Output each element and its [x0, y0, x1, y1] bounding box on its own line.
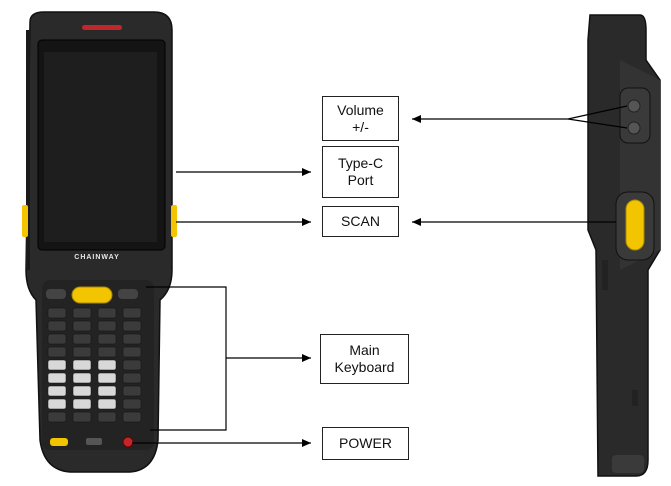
keypad-key: [122, 411, 142, 423]
keyboard-label-line2: Keyboard: [334, 359, 395, 375]
keypad-key: [97, 359, 117, 371]
keypad-key: [47, 307, 67, 319]
keypad-key: [97, 307, 117, 319]
scan-label: SCAN: [322, 206, 399, 237]
keypad-key: [47, 385, 67, 397]
callouts: [132, 105, 628, 447]
keypad-key: [97, 320, 117, 332]
keypad-key: [97, 346, 117, 358]
keypad-key: [97, 411, 117, 423]
front-view: [22, 11, 177, 473]
keypad-key: [122, 333, 142, 345]
keypad-key: [122, 398, 142, 410]
keypad-key: [72, 359, 92, 371]
keypad-key: [97, 333, 117, 345]
keypad-key: [97, 372, 117, 384]
keyboard-label-line1: Main: [349, 342, 380, 358]
keypad-key: [122, 359, 142, 371]
keypad-key: [122, 346, 142, 358]
volume-line-up: [567, 105, 628, 120]
volume-label-line2: +/-: [352, 118, 369, 135]
power-label-text: POWER: [339, 435, 392, 451]
keypad-key: [72, 411, 92, 423]
scan-label-text: SCAN: [341, 213, 380, 229]
keypad-key: [47, 359, 67, 371]
keypad-key: [47, 411, 67, 423]
keypad-key: [97, 398, 117, 410]
keypad-key: [47, 346, 67, 358]
keypad-key: [47, 333, 67, 345]
left-function-key: [46, 289, 66, 299]
keypad-key: [122, 385, 142, 397]
keypad-key: [47, 398, 67, 410]
type-c-label-line2: Port: [347, 172, 374, 188]
side-scan-button: [625, 199, 645, 251]
keypad-key: [122, 307, 142, 319]
volume-label-line1: Volume: [337, 101, 384, 118]
keypad-key: [72, 333, 92, 345]
keypad-key: [47, 372, 67, 384]
keypad-key: [122, 320, 142, 332]
keypad-key: [72, 307, 92, 319]
screen-reflection: [44, 52, 157, 242]
keypad-key: [72, 320, 92, 332]
keypad-key: [97, 385, 117, 397]
brand-logo: CHAINWAY: [74, 254, 120, 261]
volume-down-button: [627, 121, 641, 135]
speaker-grille: [82, 25, 122, 30]
keypad-key: [47, 320, 67, 332]
side-bottom-detail: [602, 260, 608, 290]
keypad-grid: [47, 307, 142, 423]
main-scan-key: [71, 286, 113, 304]
keyboard-label: Main Keyboard: [320, 334, 409, 384]
keypad-key: [72, 372, 92, 384]
side-lower-detail: [632, 390, 638, 406]
power-label: POWER: [322, 427, 409, 460]
right-scan-button: [171, 205, 177, 237]
keypad-key: [72, 398, 92, 410]
front-side-shade: [26, 30, 30, 270]
bottom-yellow-key: [50, 438, 68, 446]
side-volume-panel: [619, 87, 651, 144]
side-view: [587, 14, 661, 477]
keypad-key: [122, 372, 142, 384]
volume-up-button: [627, 99, 641, 113]
side-foot: [612, 455, 644, 473]
volume-label: Volume +/-: [322, 96, 399, 141]
keypad-key: [72, 385, 92, 397]
keypad-key: [72, 346, 92, 358]
right-function-key: [118, 289, 138, 299]
type-c-label-line1: Type-C: [337, 155, 384, 171]
bottom-center-key: [86, 438, 102, 445]
power-button: [122, 436, 134, 448]
volume-line-down: [567, 118, 628, 129]
type-c-label: Type-C Port: [322, 146, 399, 198]
left-scan-button: [22, 205, 28, 237]
